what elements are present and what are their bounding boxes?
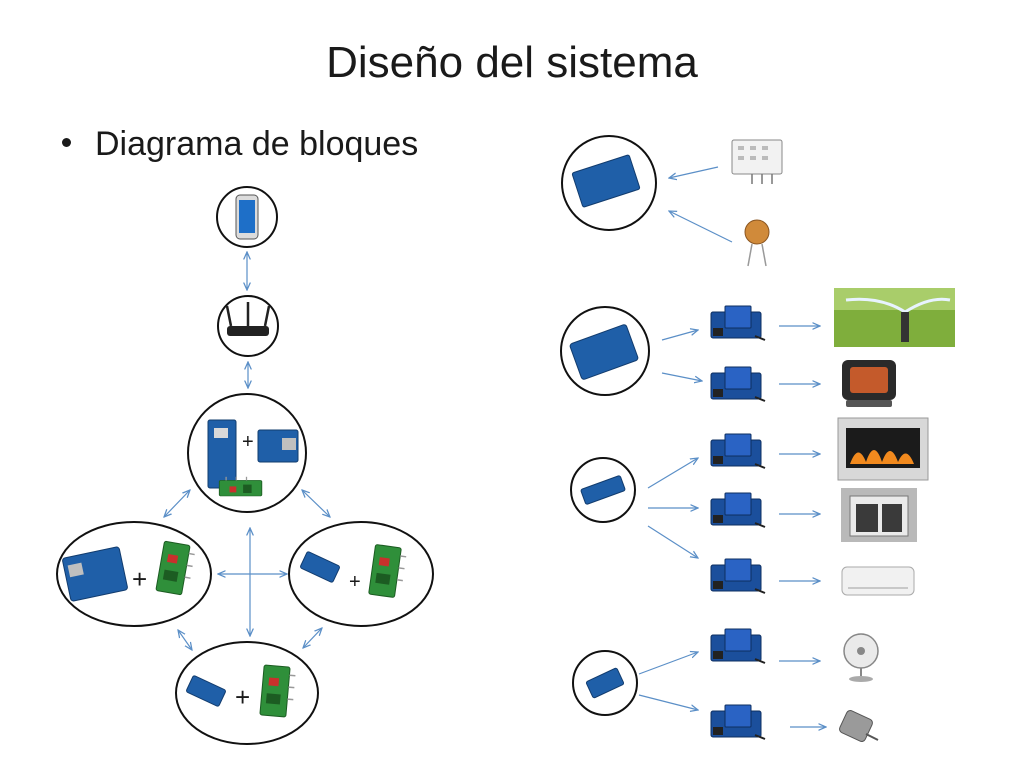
nano-controller-node bbox=[570, 457, 636, 523]
relay-module-icon bbox=[710, 558, 766, 594]
controller-relay-arrows bbox=[638, 330, 702, 710]
nano-node: + bbox=[288, 521, 434, 627]
slide-title: Diseño del sistema bbox=[326, 38, 698, 87]
relay-module-icon bbox=[710, 492, 766, 528]
plus-sign: + bbox=[242, 431, 254, 453]
bullet-dot bbox=[62, 137, 71, 147]
arduino-nano-icon bbox=[580, 475, 626, 505]
arduino-mega-icon bbox=[571, 154, 641, 208]
sensor-arrows bbox=[669, 166, 733, 243]
plus-sign: + bbox=[235, 682, 250, 712]
humidity-sensor-icon bbox=[731, 139, 783, 184]
arduino-pro-mini-icon bbox=[585, 667, 625, 699]
uno-controller-node bbox=[560, 306, 650, 396]
arduino-mega-wifi-shield-icon bbox=[207, 419, 299, 497]
electric-fireplace-icon bbox=[837, 417, 929, 481]
dc-motor-icon bbox=[839, 710, 879, 742]
relay-device-arrows bbox=[779, 326, 826, 727]
plus-sign: + bbox=[349, 571, 361, 593]
arduino-uno-icon bbox=[569, 324, 639, 380]
relay-module-icon bbox=[710, 704, 766, 740]
relay-module-icon bbox=[710, 628, 766, 664]
bullet-item: Diagrama de bloques bbox=[62, 125, 418, 164]
arduino-uno-rf-module-icon bbox=[62, 540, 197, 602]
relay-module-icon bbox=[710, 366, 766, 402]
relay-module-icon bbox=[710, 433, 766, 469]
fan-icon bbox=[843, 633, 879, 682]
electric-heater-icon bbox=[842, 360, 896, 407]
bullet-text: Diagrama de bloques bbox=[95, 125, 419, 163]
arduino-pro-mini-rf-module-icon bbox=[186, 664, 297, 719]
smartphone-icon bbox=[235, 194, 259, 240]
air-conditioner-icon bbox=[841, 566, 915, 596]
sensor-controller-node bbox=[561, 135, 657, 231]
uno-node: + bbox=[56, 521, 212, 627]
relay-module-icon bbox=[710, 305, 766, 341]
plus-sign: + bbox=[132, 564, 147, 594]
light-sensor-icon bbox=[744, 219, 770, 267]
router-node bbox=[217, 295, 279, 357]
relay-modules bbox=[710, 305, 766, 740]
sprinkler-photo-icon bbox=[834, 288, 955, 347]
phone-node bbox=[216, 186, 278, 248]
mini-controller-node bbox=[572, 650, 638, 716]
arduino-nano-rf-module-icon bbox=[300, 543, 409, 600]
mini-node: + bbox=[175, 641, 319, 745]
window-photo-icon bbox=[841, 488, 917, 542]
wifi-router-icon bbox=[225, 302, 271, 336]
mega-node: + bbox=[187, 393, 307, 513]
rf-link-arrows bbox=[164, 490, 330, 650]
